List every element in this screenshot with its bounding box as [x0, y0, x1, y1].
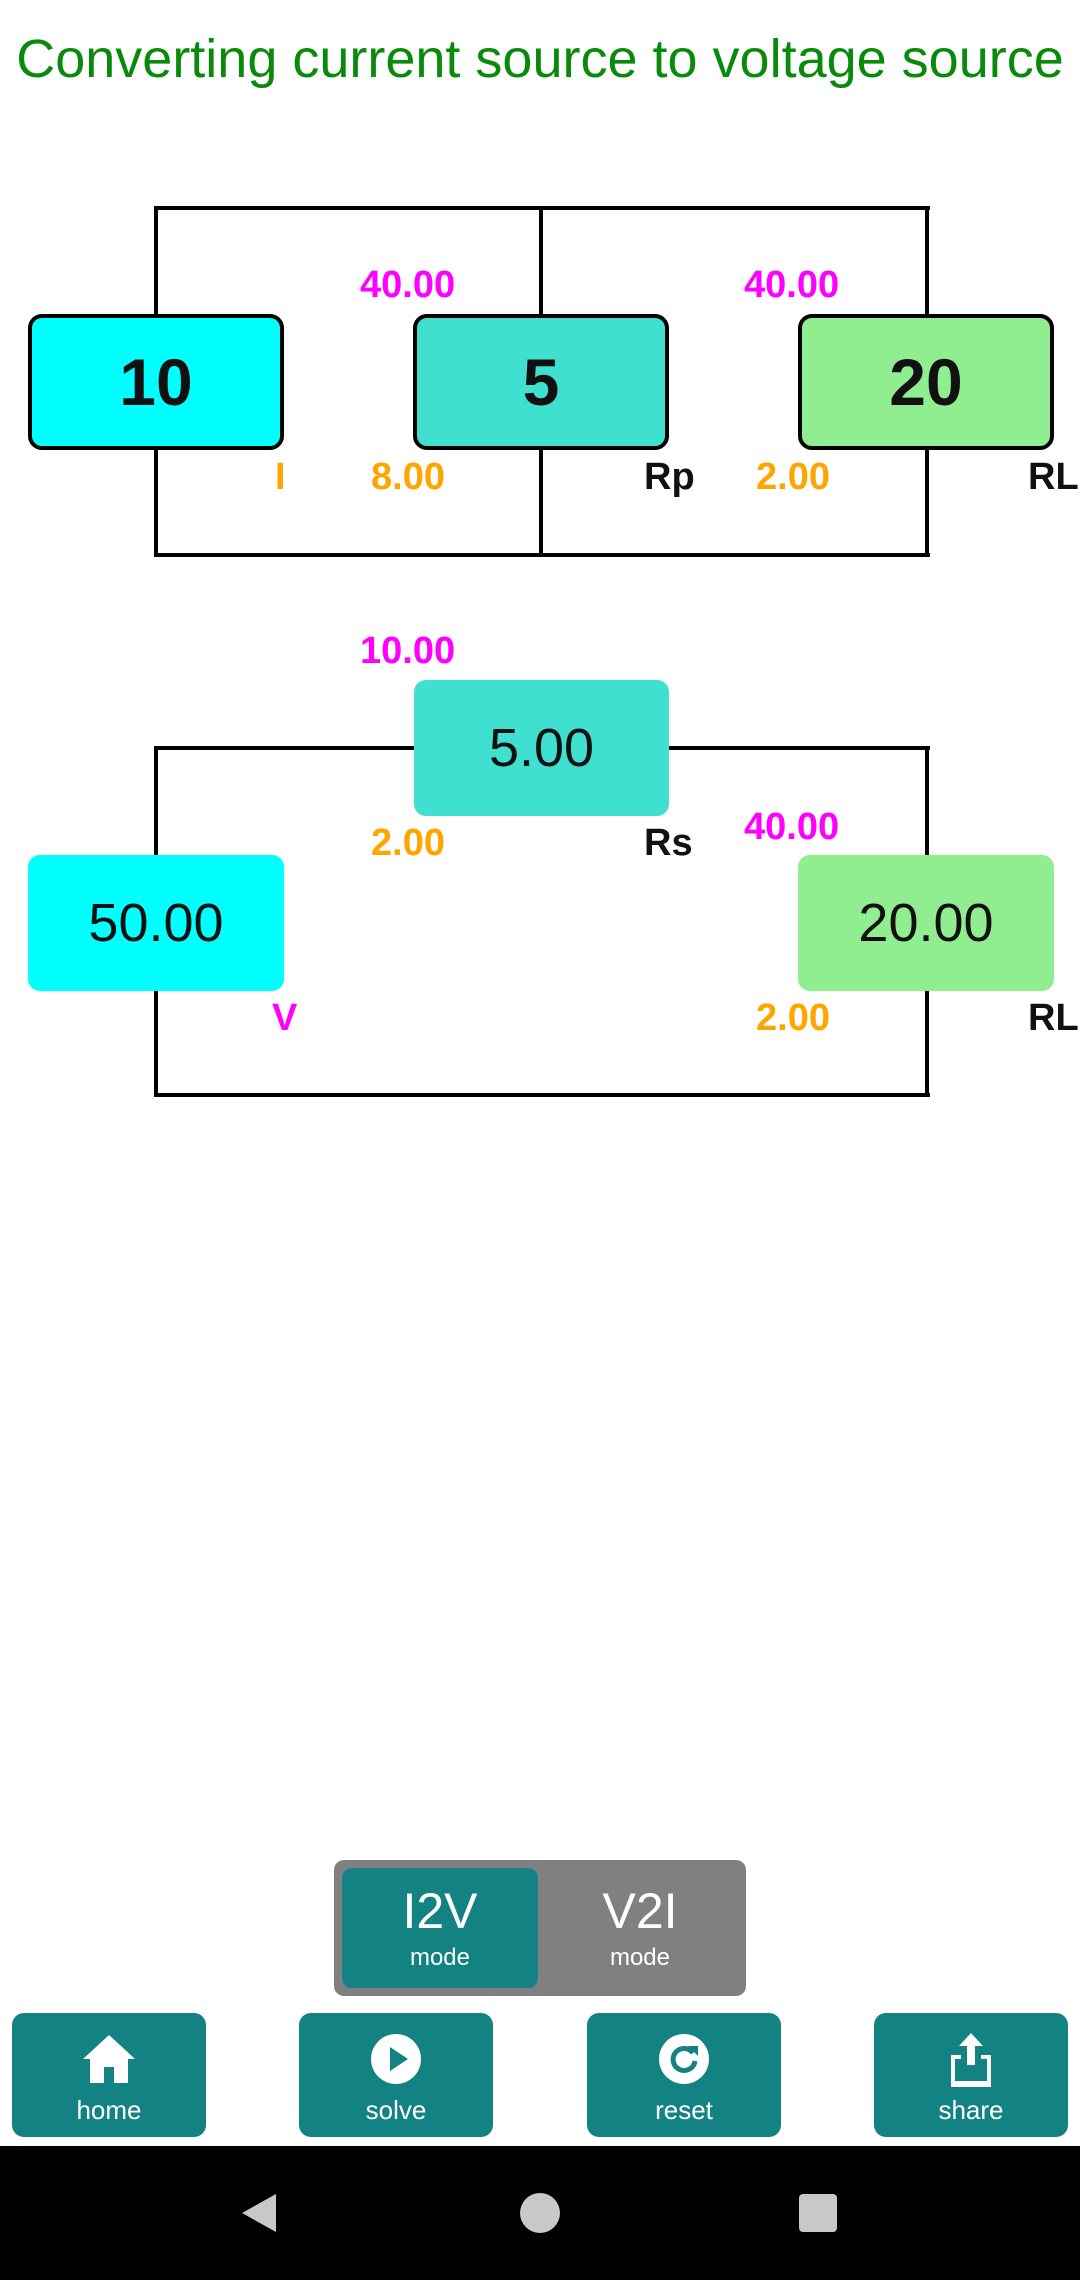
rs-value-box: 5.00	[414, 680, 669, 816]
current-source-input[interactable]: 10	[28, 314, 284, 450]
page-title: Converting current source to voltage sou…	[16, 29, 1064, 89]
back-triangle-icon[interactable]	[238, 2192, 280, 2234]
home-icon	[83, 2035, 135, 2083]
solve-button[interactable]: solve	[299, 2013, 493, 2137]
system-navigation-bar	[0, 2146, 1080, 2280]
rl-voltage-label: 40.00	[744, 806, 840, 848]
rl-input[interactable]: 20	[798, 314, 1054, 450]
mode-v2i-sub: mode	[609, 1944, 671, 1971]
rs-voltage-label: 10.00	[360, 630, 456, 672]
rl-current-label: 2.00	[756, 997, 830, 1039]
rp-input[interactable]: 5	[413, 314, 669, 450]
home-button[interactable]: home	[12, 2013, 206, 2137]
recents-square-icon[interactable]	[798, 2193, 838, 2233]
rl-current-label: 2.00	[756, 456, 830, 498]
mode-v2i-label: V2I	[602, 1883, 678, 1939]
rl-voltage-label: 40.00	[744, 264, 840, 306]
reset-label: reset	[655, 2095, 713, 2125]
rl-name-label: RL	[1028, 997, 1079, 1039]
source-label: V	[272, 997, 298, 1039]
mode-i2v-button[interactable]: I2V mode	[342, 1868, 538, 1988]
rp-name-label: Rp	[644, 456, 695, 498]
rp-voltage-label: 40.00	[360, 264, 456, 306]
rs-name-label: Rs	[644, 822, 693, 864]
voltage-source-value-box: 50.00	[28, 855, 284, 991]
play-icon	[371, 2034, 421, 2084]
rl-name-label: RL	[1028, 456, 1079, 498]
mode-i2v-label: I2V	[402, 1883, 478, 1939]
solve-label: solve	[365, 2095, 427, 2125]
rl-value-box: 20.00	[798, 855, 1054, 991]
mode-i2v-sub: mode	[409, 1944, 471, 1971]
mode-toggle: I2V mode V2I mode	[334, 1860, 746, 1996]
rs-current-label: 2.00	[371, 822, 445, 864]
wire-bottom	[154, 1093, 930, 1097]
source-label: I	[275, 456, 286, 498]
share-label: share	[938, 2095, 1004, 2125]
share-button[interactable]: share	[874, 2013, 1068, 2137]
mode-v2i-button[interactable]: V2I mode	[542, 1868, 738, 1988]
home-label: home	[76, 2095, 142, 2125]
refresh-icon	[659, 2034, 709, 2084]
rp-current-label: 8.00	[371, 456, 445, 498]
share-icon	[951, 2033, 991, 2087]
reset-button[interactable]: reset	[587, 2013, 781, 2137]
home-circle-icon[interactable]	[519, 2192, 561, 2234]
